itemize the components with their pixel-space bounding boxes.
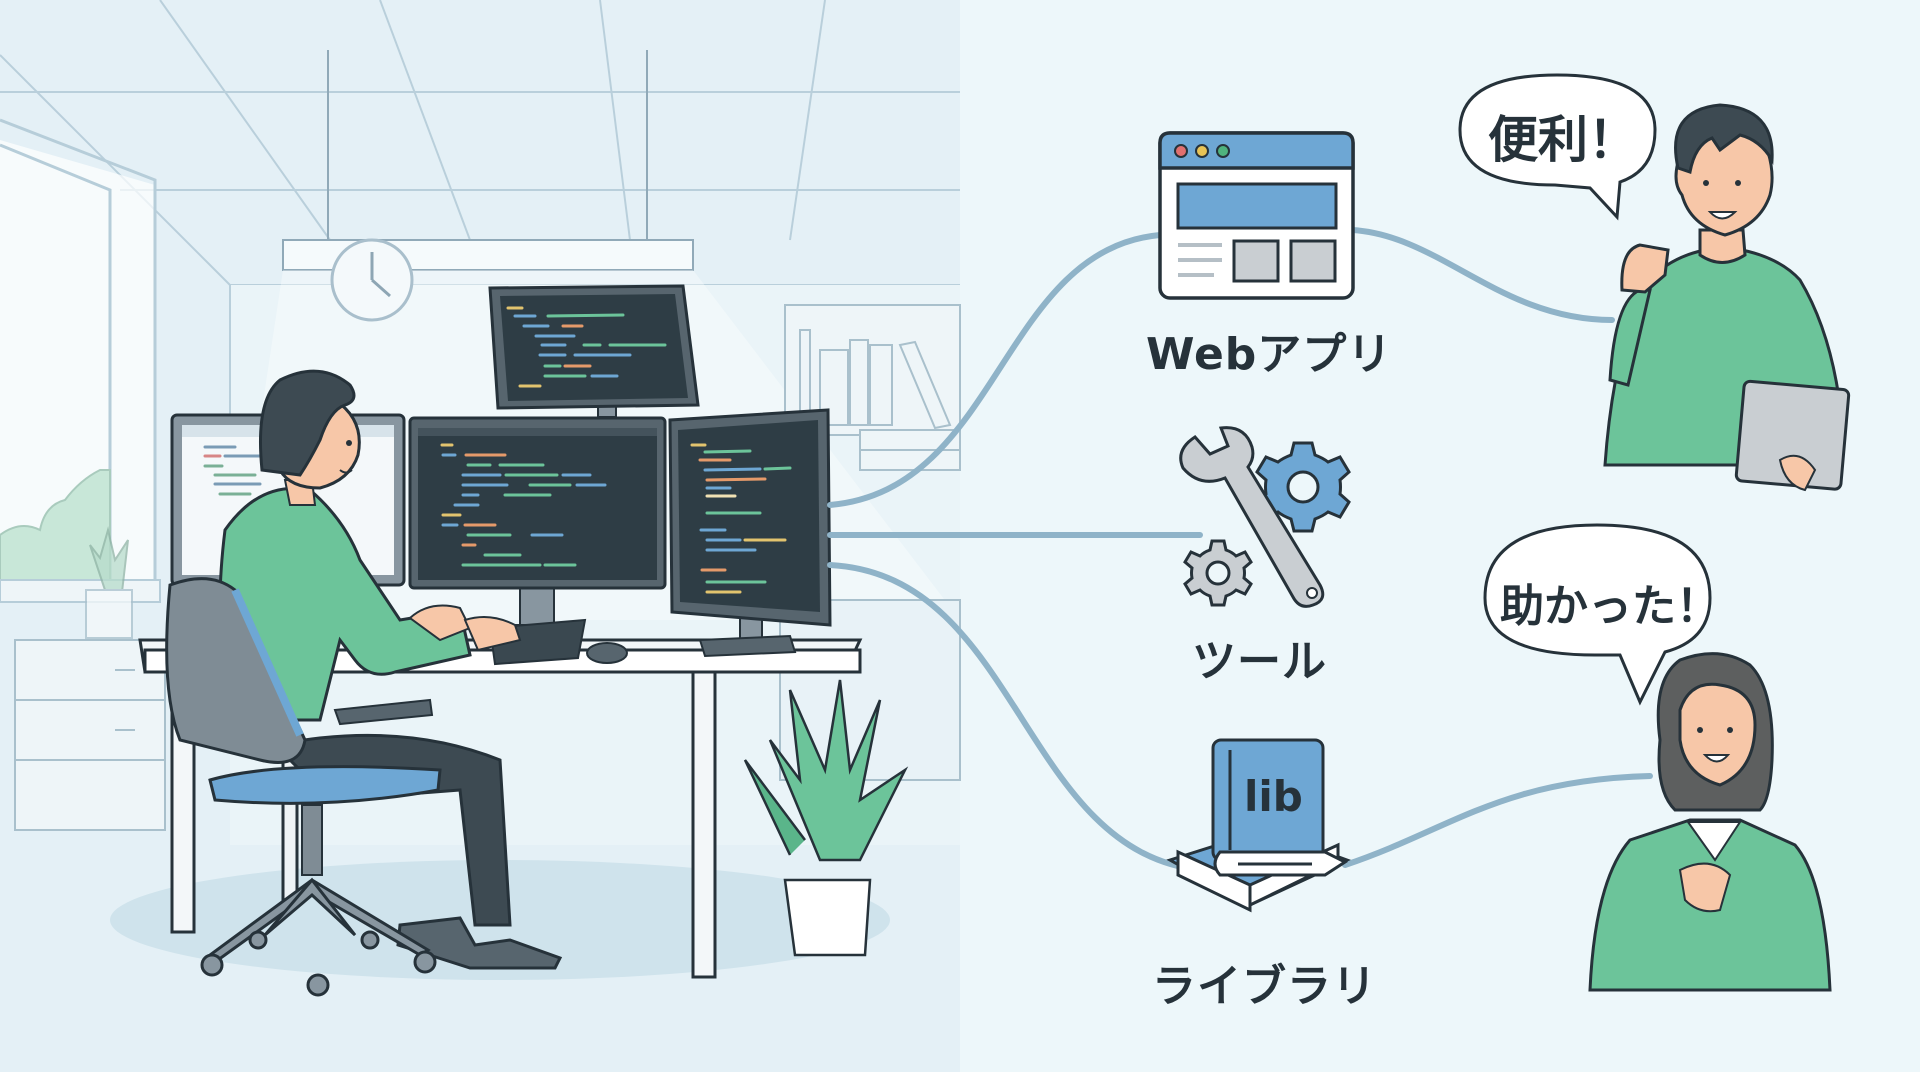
speech-text-man: 便利！ [1488, 111, 1638, 169]
window [0, 118, 161, 603]
connector-webapp-to-man [1349, 227, 1615, 323]
webapp-label: Webアプリ [1146, 329, 1393, 380]
bookshelf [779, 304, 961, 781]
connector-library-to-woman [1342, 773, 1653, 868]
mouse [586, 642, 628, 664]
speech-bubble-woman [1483, 523, 1712, 706]
gear-large-icon [1255, 441, 1351, 533]
connector-to-webapp [827, 232, 1163, 508]
wrench-gears-icon [1179, 426, 1351, 608]
browser-window-icon [1158, 131, 1355, 300]
window-plant [85, 526, 133, 639]
monitor-top [488, 284, 700, 418]
speech-text-woman: 助かった！ [1500, 581, 1720, 632]
monitor-right [668, 408, 832, 658]
man-user [1603, 103, 1851, 492]
side-cabinet [14, 639, 166, 831]
potted-plant [743, 679, 909, 957]
book-lib-icon [1166, 738, 1351, 913]
connector-to-library [827, 562, 1203, 873]
tool-label: ツール [1192, 636, 1327, 687]
book-lib-text: lib [1244, 772, 1303, 821]
library-label: ライブラリ [1152, 961, 1377, 1012]
speech-bubble-man [1458, 73, 1657, 221]
wrench-icon [1179, 426, 1325, 608]
office-chair [165, 577, 442, 997]
gear-small-icon [1183, 539, 1253, 607]
wall-clock [330, 238, 414, 322]
connectors [827, 227, 1653, 873]
woman-user [1588, 652, 1832, 992]
